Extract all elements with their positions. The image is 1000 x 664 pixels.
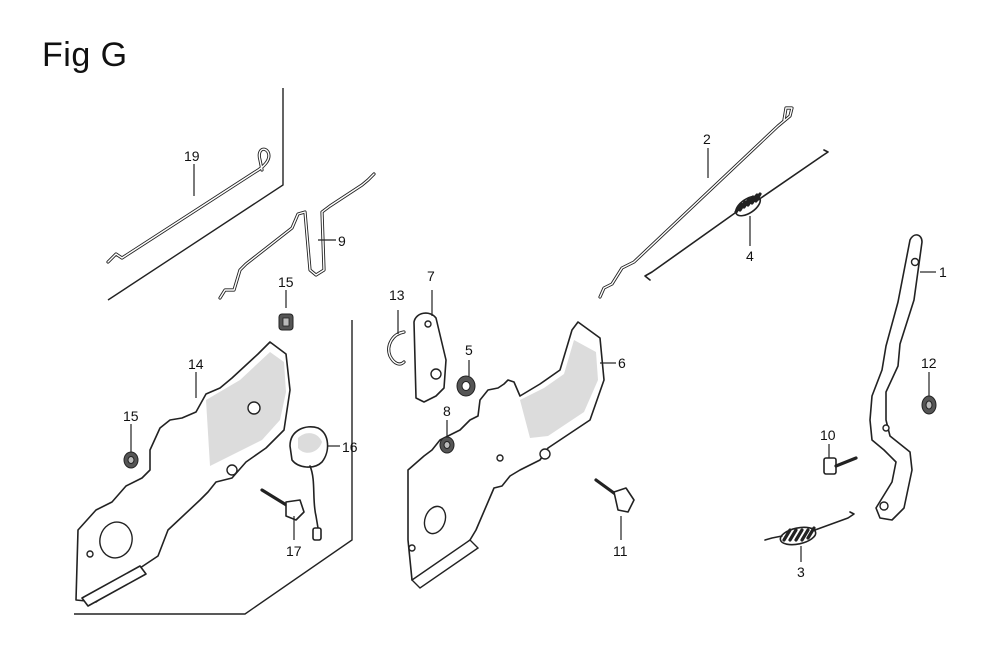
- callout-3: 3: [797, 564, 805, 580]
- bolt-17: [260, 488, 305, 521]
- callout-8: 8: [443, 403, 451, 419]
- callout-10: 10: [820, 427, 836, 443]
- callout-14: 14: [188, 356, 204, 372]
- callout-16: 16: [342, 439, 358, 455]
- spring-4: [644, 149, 829, 281]
- bolt-11: [594, 478, 635, 513]
- lever-1: [869, 234, 923, 521]
- rod-19: [106, 147, 271, 264]
- leader-lines: [130, 148, 936, 562]
- callout-11: 11: [613, 543, 628, 559]
- callout-15-lower: 15: [123, 408, 139, 424]
- nut-15-lower: [123, 451, 139, 469]
- callout-9: 9: [338, 233, 346, 249]
- callout-15-upper: 15: [278, 274, 294, 290]
- clip-13: [387, 330, 406, 366]
- nut-15-upper: [278, 313, 294, 331]
- figure-title: Fig G: [42, 36, 128, 74]
- switch-16: [289, 426, 329, 541]
- callout-19: 19: [184, 148, 200, 164]
- callout-1: 1: [939, 264, 947, 280]
- rod-9: [218, 172, 376, 300]
- assembly-frame: [74, 88, 353, 615]
- callout-7: 7: [427, 268, 435, 284]
- plate-7: [413, 312, 447, 403]
- washer-5: [456, 375, 476, 397]
- bracket-6: [407, 321, 605, 589]
- callout-12: 12: [921, 355, 937, 371]
- callout-labels: 19 9 15 14 15 16 17 13 7 5 8 6 11 2 4 1 …: [123, 131, 947, 580]
- spring-3: [764, 511, 855, 546]
- callout-17: 17: [286, 543, 302, 559]
- callout-5: 5: [465, 342, 473, 358]
- callout-4: 4: [746, 248, 754, 264]
- rod-2: [598, 106, 794, 299]
- nut-8: [439, 436, 455, 454]
- bracket-14: [75, 341, 291, 607]
- callout-6: 6: [618, 355, 626, 371]
- bolt-10: [823, 456, 858, 475]
- callout-2: 2: [703, 131, 711, 147]
- nut-12: [921, 395, 937, 415]
- callout-13: 13: [389, 287, 405, 303]
